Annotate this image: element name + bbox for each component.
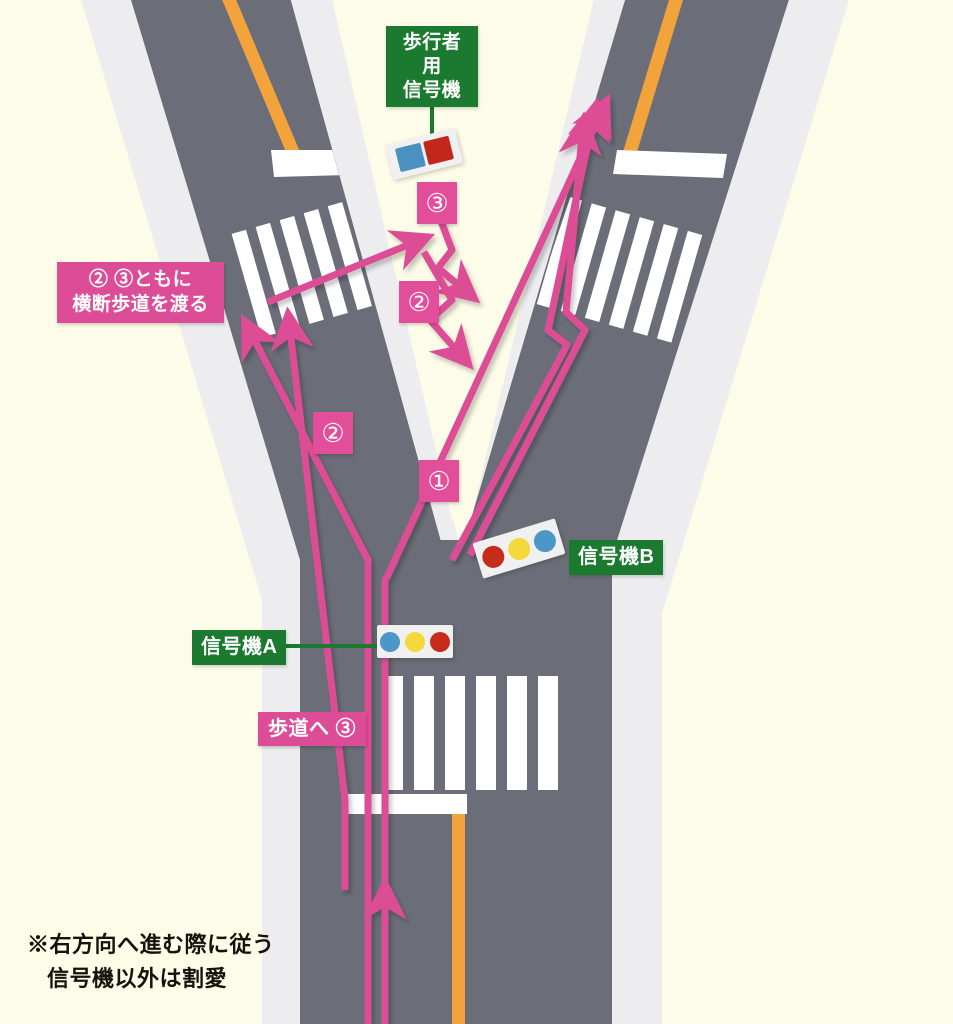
signal-b-label[interactable]: 信号機B	[569, 540, 664, 575]
signal-a-lamp-yellow	[405, 631, 425, 652]
route-badge-1[interactable]: ①	[419, 460, 459, 502]
signal-b-label-text: 信号機B	[578, 546, 655, 568]
pedestrian-signal-label[interactable]: 歩行者用 信号機	[386, 26, 478, 108]
pedestrian-signal-label-line1: 歩行者用	[402, 32, 462, 77]
signal-b-lamp-yellow	[505, 534, 533, 563]
route-arrow-3-right-branch	[466, 111, 602, 557]
signal-a-label[interactable]: 信号機A	[192, 630, 287, 665]
route-arrow-2-crosswalk	[266, 230, 436, 306]
to-sidewalk-label[interactable]: 歩道へ ③	[258, 712, 367, 746]
crosswalk-note-label[interactable]: ② ③ともに 横断歩道を渡る	[57, 262, 224, 324]
footnote-line2: 信号機以外は割愛	[47, 966, 228, 992]
route-arrow-2-right-branch	[448, 96, 611, 562]
route-arrow-3-sidewalk	[270, 306, 349, 890]
route-badge-2-lower[interactable]: ②	[313, 412, 353, 454]
to-sidewalk-label-text: 歩道へ ③	[268, 718, 357, 740]
footnote: ※右方向へ進む際に従う 信号機以外は割愛	[27, 928, 275, 996]
crosswalk-note-line2: 横断歩道を渡る	[72, 293, 209, 315]
route-badge-3-text: ③	[425, 187, 449, 218]
pedestrian-signal-label-line2: 信号機	[402, 79, 462, 101]
route-arrow-2-up-left	[241, 313, 372, 1024]
signal-a-lamp-red	[430, 631, 450, 652]
signal-a-lamp-blue	[380, 631, 400, 652]
route-arrow-1	[381, 93, 612, 1024]
route-badge-1-text: ①	[427, 465, 451, 496]
signal-a-label-text: 信号機A	[201, 636, 278, 658]
pedestrian-lamp-red	[422, 135, 454, 166]
route-badge-2-lower-text: ②	[321, 417, 345, 448]
route-badge-3[interactable]: ③	[417, 182, 457, 224]
signal-b-lamp-blue	[531, 526, 559, 555]
footnote-line1: ※右方向へ進む際に従う	[27, 932, 275, 957]
signal-b-lamp-red	[479, 542, 507, 571]
center-line-markings	[222, 0, 683, 1024]
route-badge-2-upper[interactable]: ②	[399, 281, 439, 323]
trunk-markings	[347, 676, 558, 814]
route-badge-2-upper-text: ②	[407, 286, 431, 317]
pedestrian-lamp-blue	[394, 142, 426, 173]
crosswalk-note-line1: ② ③ともに	[88, 269, 193, 290]
signal-a-device[interactable]	[377, 625, 453, 658]
